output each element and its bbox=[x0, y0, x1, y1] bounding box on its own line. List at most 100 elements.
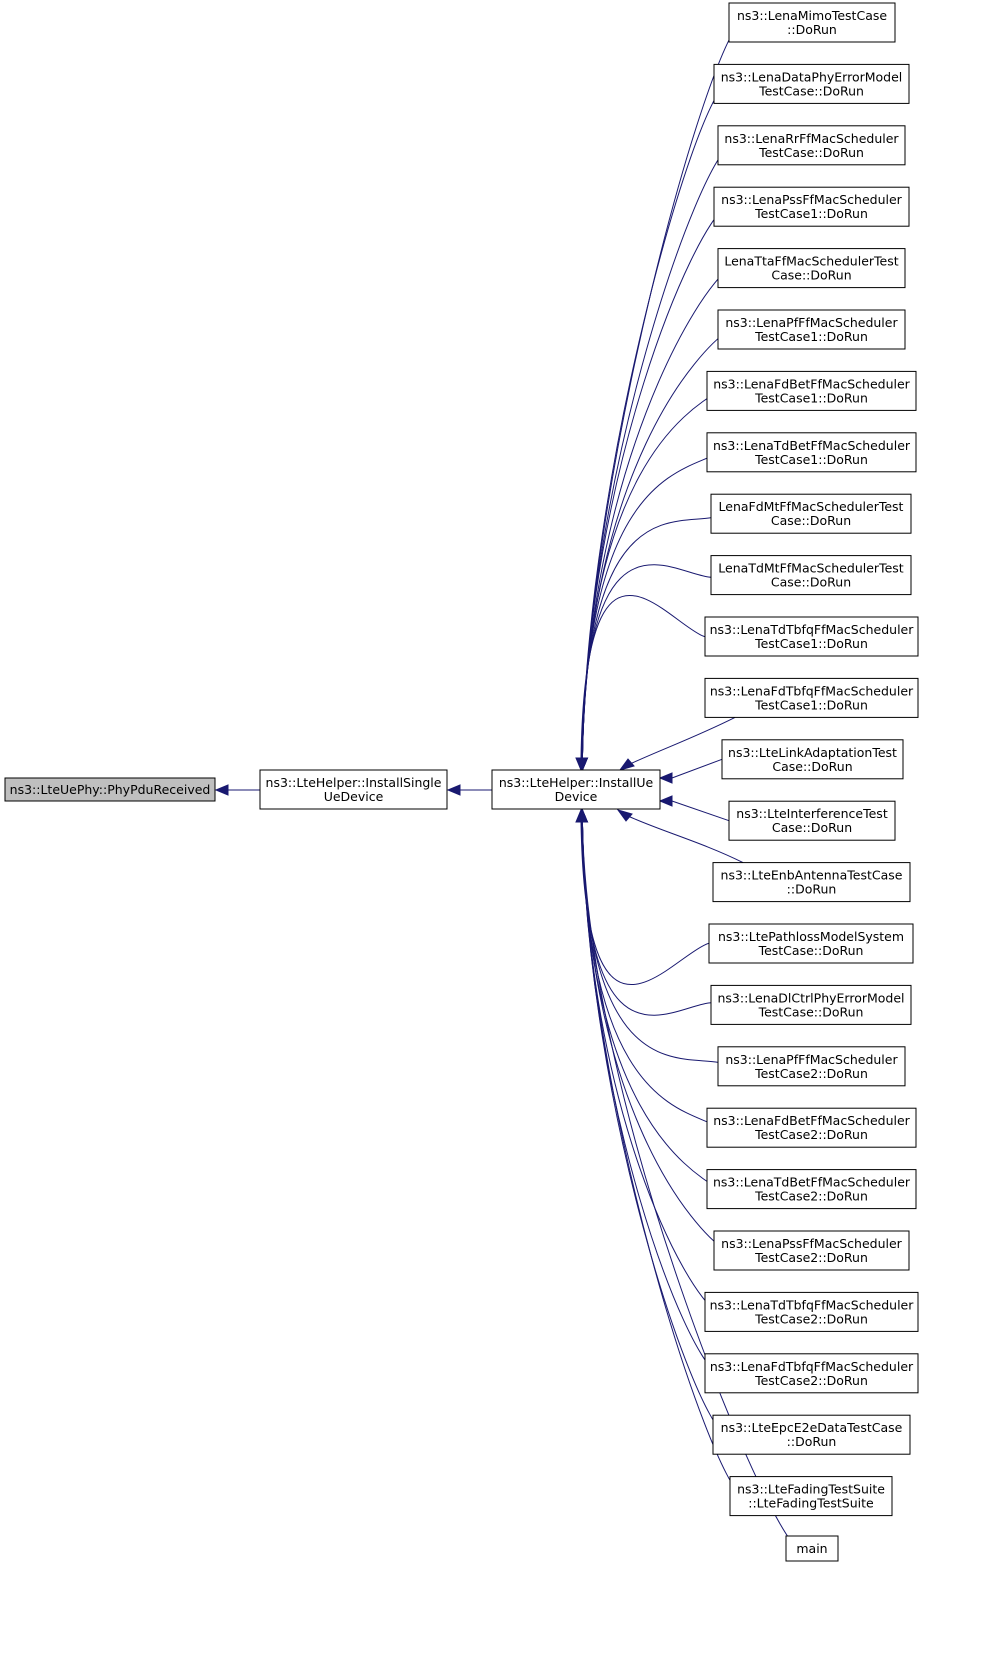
node-caller-19[interactable]: ns3::LenaFdBetFfMacSchedulerTestCase2::D… bbox=[706, 1107, 917, 1148]
node-caller-5-box bbox=[717, 248, 906, 289]
node-caller-10-label-line-2: Case::DoRun bbox=[771, 575, 851, 590]
graph-nodes: ns3::LteUePhy::PhyPduReceived ns3::LteHel… bbox=[4, 2, 919, 1562]
edge-arrowhead bbox=[214, 784, 229, 796]
node-phy-pdu-received-box bbox=[4, 777, 216, 802]
node-caller-4-label-line-1: ns3::LenaPssFfMacScheduler bbox=[721, 192, 903, 207]
node-caller-8[interactable]: ns3::LenaTdBetFfMacSchedulerTestCase1::D… bbox=[706, 432, 917, 473]
node-caller-15-label-line-2: ::DoRun bbox=[787, 882, 837, 897]
node-caller-11-label-line-1: ns3::LenaTdTbfqFfMacScheduler bbox=[710, 622, 915, 637]
node-caller-12-box bbox=[704, 677, 919, 718]
node-caller-20-label-line-2: TestCase2::DoRun bbox=[754, 1189, 868, 1204]
node-caller-5-label-line-2: Case::DoRun bbox=[771, 268, 851, 283]
node-caller-16[interactable]: ns3::LtePathlossModelSystemTestCase::DoR… bbox=[708, 923, 914, 964]
node-caller-1-box bbox=[728, 2, 896, 43]
node-caller-22[interactable]: ns3::LenaTdTbfqFfMacSchedulerTestCase2::… bbox=[704, 1291, 919, 1332]
node-caller-3-box bbox=[717, 125, 906, 166]
node-caller-26[interactable]: main bbox=[785, 1535, 839, 1562]
edge-caller-26-arrowhead bbox=[576, 808, 589, 823]
edge-caller-21 bbox=[581, 821, 727, 1251]
node-caller-12-label-line-1: ns3::LenaFdTbfqFfMacScheduler bbox=[710, 683, 914, 698]
node-caller-21[interactable]: ns3::LenaPssFfMacSchedulerTestCase2::DoR… bbox=[713, 1230, 910, 1271]
node-install-single-ue-device-box bbox=[259, 769, 448, 810]
edge-caller-15-arrowhead bbox=[616, 809, 633, 822]
node-caller-17[interactable]: ns3::LenaDlCtrlPhyErrorModelTestCase::Do… bbox=[710, 984, 912, 1025]
node-caller-6-label-line-1: ns3::LenaPfFfMacScheduler bbox=[725, 315, 898, 330]
node-caller-1-label-line-1: ns3::LenaMimoTestCase bbox=[737, 8, 887, 23]
edge-caller-14-arrowhead bbox=[658, 795, 673, 807]
node-caller-15-box bbox=[712, 862, 911, 903]
edge-caller-16 bbox=[580, 821, 722, 986]
node-caller-6[interactable]: ns3::LenaPfFfMacSchedulerTestCase1::DoRu… bbox=[717, 309, 906, 350]
node-caller-3-label-line-2: TestCase::DoRun bbox=[758, 145, 864, 160]
node-install-ue-device-label-line-2: Device bbox=[555, 789, 598, 804]
node-caller-22-box bbox=[704, 1291, 919, 1332]
node-caller-24-label-line-2: ::DoRun bbox=[787, 1434, 837, 1449]
node-caller-4-label-line-2: TestCase1::DoRun bbox=[754, 206, 868, 221]
edge-caller-19 bbox=[581, 821, 720, 1129]
edge-caller-17 bbox=[580, 821, 724, 1016]
edge-caller-11 bbox=[580, 594, 718, 759]
node-caller-25-box bbox=[729, 1476, 893, 1517]
edge-caller-18 bbox=[581, 821, 731, 1067]
node-caller-11-label-line-2: TestCase1::DoRun bbox=[754, 636, 868, 651]
edge-caller-12 bbox=[629, 716, 736, 765]
node-caller-11[interactable]: ns3::LenaTdTbfqFfMacSchedulerTestCase1::… bbox=[704, 616, 919, 657]
edge-caller-25 bbox=[581, 821, 743, 1497]
node-caller-19-label-line-1: ns3::LenaFdBetFfMacScheduler bbox=[713, 1113, 910, 1128]
node-caller-24[interactable]: ns3::LteEpcE2eDataTestCase::DoRun bbox=[712, 1414, 911, 1455]
node-caller-8-label-line-1: ns3::LenaTdBetFfMacScheduler bbox=[713, 438, 911, 453]
node-caller-18-label-line-1: ns3::LenaPfFfMacScheduler bbox=[725, 1052, 898, 1067]
edge-caller-2 bbox=[581, 83, 727, 759]
node-caller-2[interactable]: ns3::LenaDataPhyErrorModelTestCase::DoRu… bbox=[713, 63, 910, 104]
node-caller-17-label-line-1: ns3::LenaDlCtrlPhyErrorModel bbox=[717, 990, 904, 1005]
node-caller-20-label-line-1: ns3::LenaTdBetFfMacScheduler bbox=[713, 1175, 911, 1190]
graph-edges bbox=[214, 22, 799, 1549]
node-caller-1[interactable]: ns3::LenaMimoTestCase::DoRun bbox=[728, 2, 896, 43]
node-caller-21-label-line-1: ns3::LenaPssFfMacScheduler bbox=[721, 1236, 903, 1251]
node-caller-20[interactable]: ns3::LenaTdBetFfMacSchedulerTestCase2::D… bbox=[706, 1169, 917, 1210]
node-caller-23[interactable]: ns3::LenaFdTbfqFfMacSchedulerTestCase2::… bbox=[704, 1353, 919, 1394]
node-phy-pdu-received-label-line-1: ns3::LteUePhy::PhyPduReceived bbox=[10, 782, 211, 797]
node-caller-21-box bbox=[713, 1230, 910, 1271]
edge-caller-22 bbox=[581, 821, 718, 1313]
node-caller-9-label-line-2: Case::DoRun bbox=[771, 513, 851, 528]
node-caller-12[interactable]: ns3::LenaFdTbfqFfMacSchedulerTestCase1::… bbox=[704, 677, 919, 718]
node-caller-18[interactable]: ns3::LenaPfFfMacSchedulerTestCase2::DoRu… bbox=[717, 1046, 906, 1087]
edge-caller-26 bbox=[581, 821, 799, 1549]
node-caller-25[interactable]: ns3::LteFadingTestSuite::LteFadingTestSu… bbox=[729, 1476, 893, 1517]
node-caller-16-box bbox=[708, 923, 914, 964]
node-caller-16-label-line-2: TestCase::DoRun bbox=[758, 943, 864, 958]
node-caller-4[interactable]: ns3::LenaPssFfMacSchedulerTestCase1::DoR… bbox=[713, 186, 910, 227]
node-caller-13-label-line-1: ns3::LteLinkAdaptationTest bbox=[728, 745, 897, 760]
node-caller-25-label-line-1: ns3::LteFadingTestSuite bbox=[737, 1482, 885, 1497]
node-caller-24-label-line-1: ns3::LteEpcE2eDataTestCase bbox=[721, 1420, 903, 1435]
node-caller-7[interactable]: ns3::LenaFdBetFfMacSchedulerTestCase1::D… bbox=[706, 370, 917, 411]
node-caller-10-label-line-1: LenaTdMtFfMacSchedulerTest bbox=[718, 561, 903, 576]
node-caller-1-label-line-2: ::DoRun bbox=[787, 22, 837, 37]
node-caller-2-label-line-2: TestCase::DoRun bbox=[758, 83, 864, 98]
edge-caller-13-arrowhead bbox=[658, 772, 673, 784]
edge-caller-8 bbox=[581, 451, 720, 759]
node-caller-19-label-line-2: TestCase2::DoRun bbox=[754, 1127, 868, 1142]
node-caller-2-box bbox=[713, 63, 910, 104]
node-caller-22-label-line-2: TestCase2::DoRun bbox=[754, 1311, 868, 1326]
node-caller-7-label-line-1: ns3::LenaFdBetFfMacScheduler bbox=[713, 376, 910, 391]
node-caller-13-label-line-2: Case::DoRun bbox=[772, 759, 852, 774]
node-caller-2-label-line-1: ns3::LenaDataPhyErrorModel bbox=[721, 69, 903, 84]
edge-caller-10 bbox=[580, 564, 724, 759]
node-caller-17-label-line-2: TestCase::DoRun bbox=[758, 1004, 864, 1019]
node-caller-7-box bbox=[706, 370, 917, 411]
node-caller-13-box bbox=[721, 739, 904, 780]
node-caller-8-box bbox=[706, 432, 917, 473]
node-caller-15[interactable]: ns3::LteEnbAntennaTestCase::DoRun bbox=[712, 862, 911, 903]
node-caller-7-label-line-2: TestCase1::DoRun bbox=[754, 390, 868, 405]
